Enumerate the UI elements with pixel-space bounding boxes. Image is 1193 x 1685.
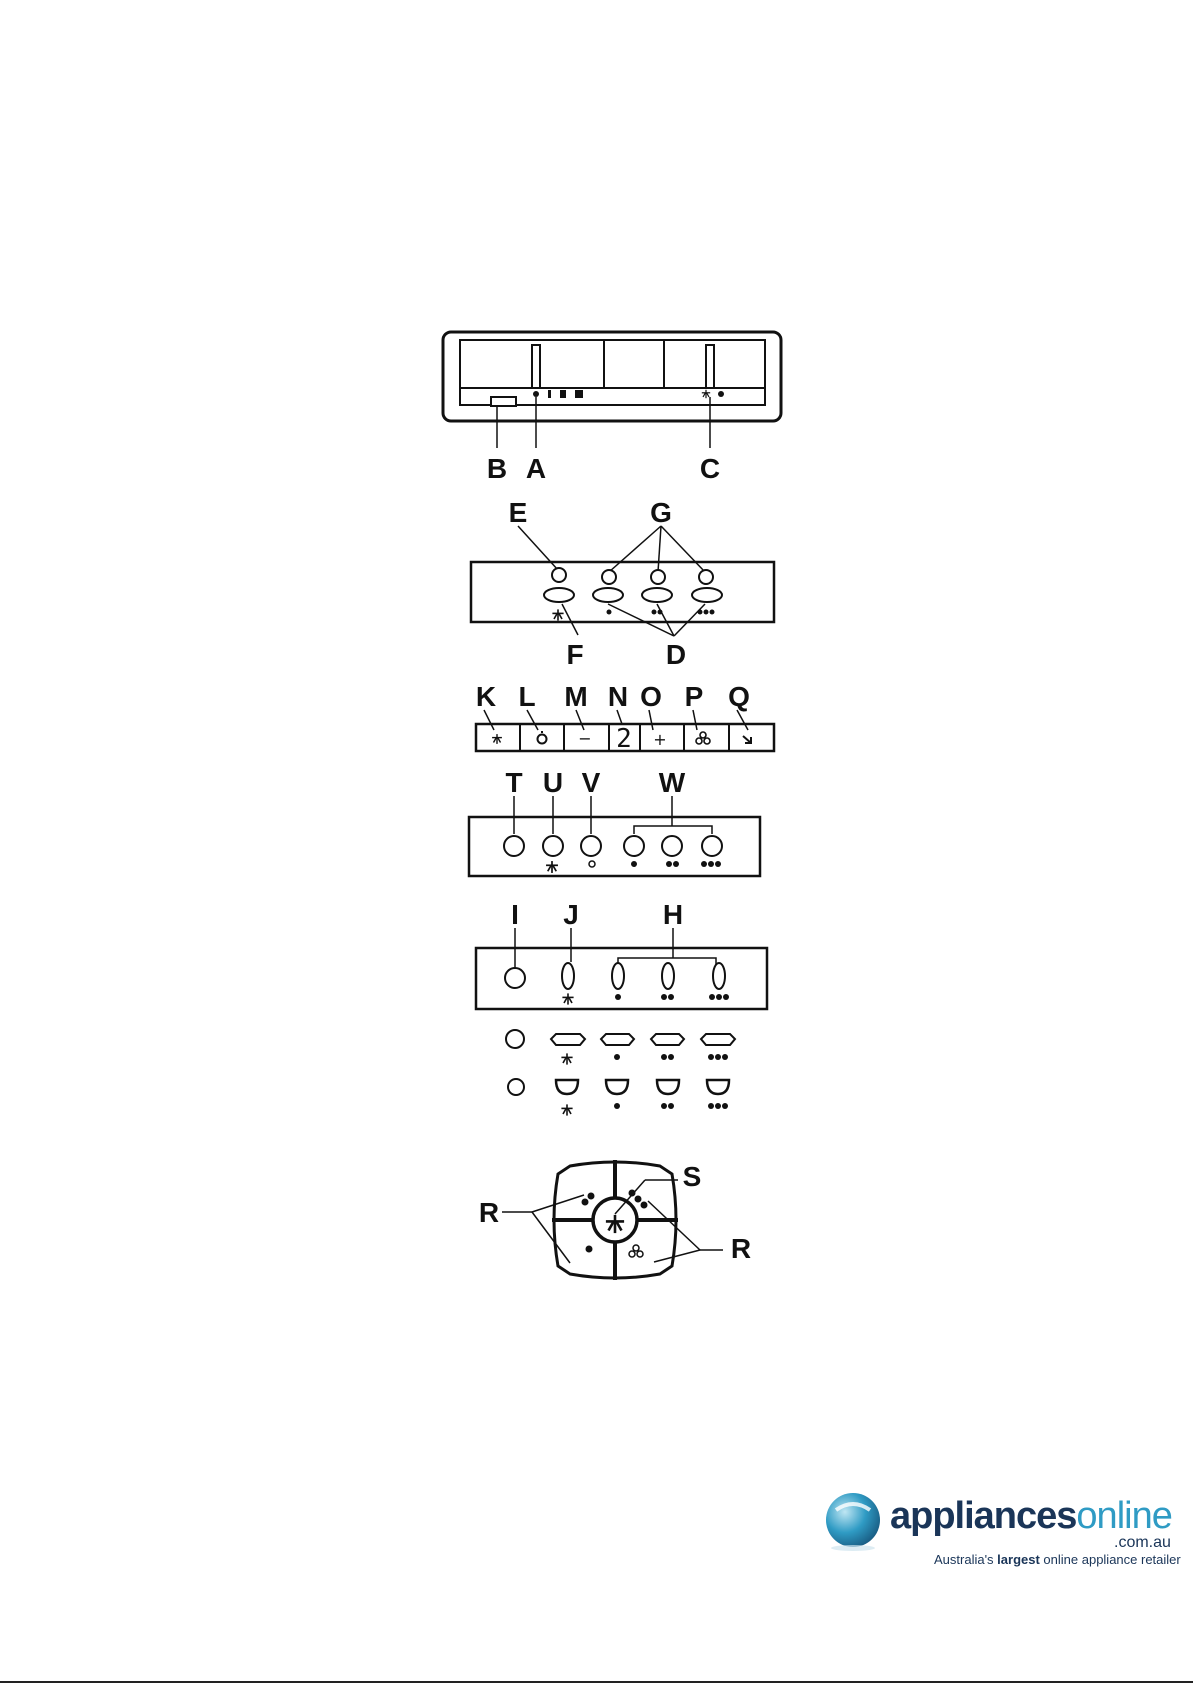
- speed-display: 2: [616, 724, 632, 754]
- label-s: S: [683, 1161, 702, 1192]
- timer-icon[interactable]: [538, 731, 547, 744]
- panel-push-buttons: E G F D: [471, 497, 774, 670]
- toggle-speed-3[interactable]: [713, 963, 725, 989]
- label-b: B: [487, 453, 507, 484]
- logo-word-part1: appliances: [890, 1495, 1076, 1537]
- label-q: Q: [728, 681, 750, 712]
- panel-slider-hood: B A C: [443, 332, 781, 484]
- button-light[interactable]: [556, 1080, 578, 1094]
- button-speed-1[interactable]: [606, 1080, 628, 1094]
- logo-wordmark: appliancesonline: [890, 1496, 1172, 1536]
- variant-row-d-shape: [508, 1079, 729, 1116]
- label-a: A: [526, 453, 546, 484]
- toggle-speed-1[interactable]: [612, 963, 624, 989]
- indicator-g2: [651, 570, 665, 584]
- label-u: U: [543, 767, 563, 798]
- button-speed-1[interactable]: [601, 1034, 634, 1045]
- toggle-j-light[interactable]: [562, 963, 574, 989]
- label-t: T: [505, 767, 522, 798]
- light-icon: [561, 1053, 572, 1064]
- label-e: E: [509, 497, 528, 528]
- panel-touch-strip: K L M N O P Q − 2 +: [476, 681, 774, 754]
- indicator-g1: [602, 570, 616, 584]
- label-r-right: R: [731, 1233, 751, 1264]
- logo-word-part2: online: [1076, 1495, 1171, 1537]
- tagline-pre: Australia's: [934, 1552, 997, 1567]
- light-icon[interactable]: [492, 734, 502, 744]
- button-speed-3[interactable]: [701, 1034, 735, 1045]
- globe-icon: [822, 1490, 884, 1552]
- indicator-g3: [699, 570, 713, 584]
- button-speed-1[interactable]: [593, 588, 623, 602]
- light-icon: [562, 993, 573, 1004]
- button-speed-3[interactable]: [692, 588, 722, 602]
- indicator-e: [552, 568, 566, 582]
- toggle-speed-2[interactable]: [662, 963, 674, 989]
- label-v: V: [582, 767, 601, 798]
- label-f: F: [566, 639, 583, 670]
- label-j: J: [563, 899, 579, 930]
- plus-button[interactable]: +: [653, 730, 666, 749]
- button-speed-2[interactable]: [657, 1080, 679, 1094]
- label-m: M: [564, 681, 587, 712]
- label-h: H: [663, 899, 683, 930]
- label-d: D: [666, 639, 686, 670]
- tagline-post: online appliance retailer: [1040, 1552, 1181, 1567]
- button-v-off[interactable]: [581, 836, 601, 856]
- button-t[interactable]: [504, 836, 524, 856]
- indicator-i: [505, 968, 525, 988]
- label-n: N: [608, 681, 628, 712]
- tagline-bold: largest: [997, 1552, 1040, 1567]
- label-g: G: [650, 497, 672, 528]
- panel-toggle-switches: I J H: [476, 899, 767, 1009]
- label-k: K: [476, 681, 496, 712]
- logo-domain: .com.au: [1114, 1534, 1171, 1552]
- button-speed-2[interactable]: [642, 588, 672, 602]
- label-r-left: R: [479, 1197, 499, 1228]
- panel-round-buttons: T U V W: [469, 767, 760, 876]
- button-w-speed-3[interactable]: [702, 836, 722, 856]
- speed-2-dot: [582, 1199, 589, 1206]
- delay-off-icon[interactable]: [743, 736, 751, 743]
- speed-1-dot: [586, 1246, 593, 1253]
- slider-a[interactable]: [532, 345, 540, 388]
- brand-logo: appliancesonline .com.au Australia's lar…: [822, 1488, 1182, 1568]
- label-l: L: [518, 681, 535, 712]
- footer-rule: [0, 1681, 1193, 1683]
- light-icon: [561, 1104, 572, 1115]
- panel-rotary-pad: R S R: [479, 1160, 751, 1280]
- light-icon: [702, 390, 710, 398]
- minus-button[interactable]: −: [578, 729, 591, 748]
- variant-row-flat: [506, 1030, 735, 1065]
- button-w-speed-2[interactable]: [662, 836, 682, 856]
- switch-b[interactable]: [491, 397, 516, 406]
- label-p: P: [685, 681, 704, 712]
- button-speed-3[interactable]: [707, 1080, 729, 1094]
- label-i: I: [511, 899, 519, 930]
- button-u-light[interactable]: [543, 836, 563, 856]
- button-light-f[interactable]: [544, 588, 574, 602]
- slider-c[interactable]: [706, 345, 714, 388]
- logo-tagline: Australia's largest online appliance ret…: [934, 1552, 1181, 1567]
- fan-icon[interactable]: [696, 732, 710, 744]
- light-icon: [552, 609, 563, 620]
- label-w: W: [659, 767, 686, 798]
- button-speed-2[interactable]: [651, 1034, 684, 1045]
- label-o: O: [640, 681, 662, 712]
- button-light[interactable]: [551, 1034, 585, 1045]
- label-c: C: [700, 453, 720, 484]
- light-icon: [546, 861, 558, 873]
- button-w-speed-1[interactable]: [624, 836, 644, 856]
